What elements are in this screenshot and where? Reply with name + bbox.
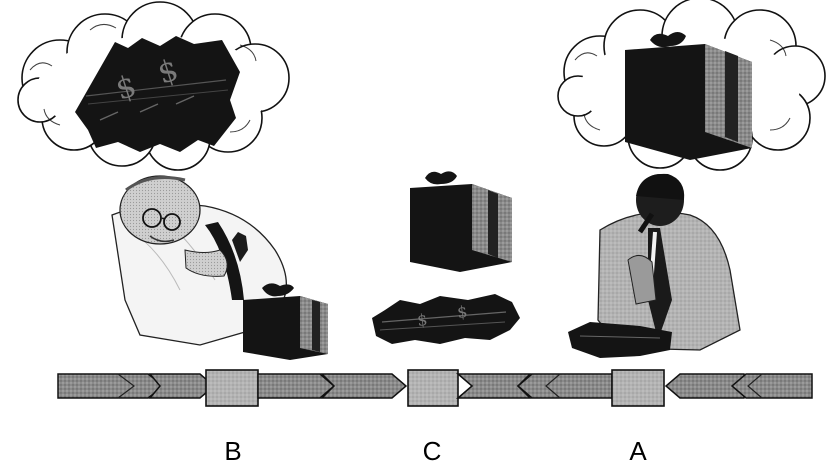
chain-node-c	[408, 370, 458, 406]
person-reading-money	[568, 174, 740, 358]
chain-arrow-left-2	[518, 374, 612, 398]
gift-box-center-icon	[410, 171, 512, 272]
chain-arrow-left-4	[732, 374, 812, 398]
thought-cloud-money: $ $	[18, 2, 289, 170]
money-stack-center-icon: $ $	[372, 294, 520, 344]
chain-arrow-right-3	[258, 374, 334, 398]
label-b: B	[213, 436, 253, 466]
label-a: A	[618, 436, 658, 466]
chain-arrow-right-1	[58, 374, 164, 398]
gene-chain	[58, 370, 812, 406]
label-c: C	[412, 436, 452, 466]
chain-arrow-right-2	[150, 374, 214, 398]
chain-node-a	[612, 370, 664, 406]
chain-arrow-right-4	[322, 374, 406, 398]
chain-node-b	[206, 370, 258, 406]
thought-cloud-gift	[558, 0, 825, 170]
